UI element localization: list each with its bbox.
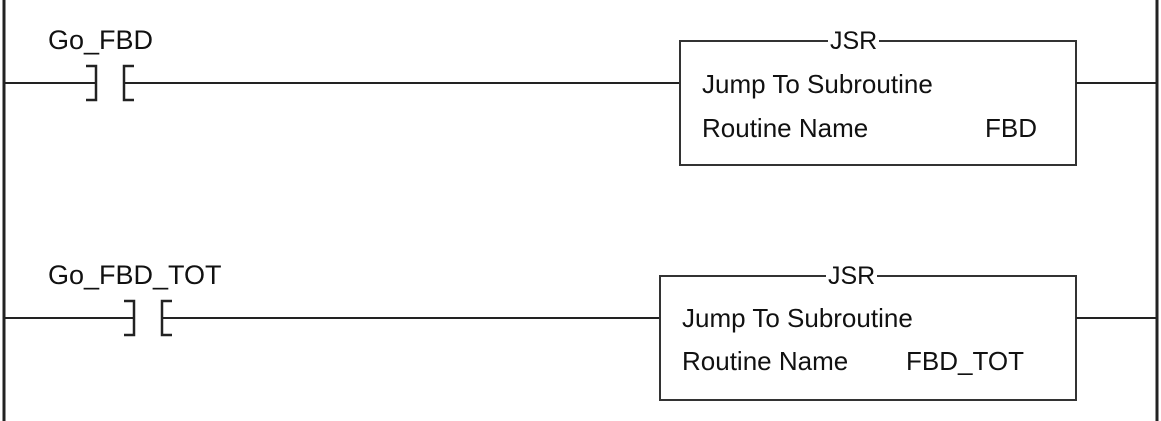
rung-2-jsr-box[interactable]: [659, 275, 1077, 401]
rung-1-jsr-description: Jump To Subroutine: [702, 69, 933, 99]
rung-1-routine-name-value: FBD: [985, 113, 1037, 143]
rung-2-jsr-description: Jump To Subroutine: [682, 303, 913, 333]
rung-2-contact-tag: Go_FBD_TOT: [48, 260, 222, 290]
rung-1-jsr-box[interactable]: [679, 40, 1077, 166]
rung-2-routine-name-label: Routine Name: [682, 346, 849, 376]
rung-1-jsr-mnemonic: JSR: [828, 27, 880, 55]
rung-2-routine-name-value: FBD_TOT: [906, 346, 1024, 376]
rung-1[interactable]: [4, 40, 1157, 166]
rung-2-jsr-mnemonic: JSR: [826, 262, 878, 290]
rung-1-contact-tag: Go_FBD: [48, 25, 154, 55]
rung-2[interactable]: [4, 275, 1157, 401]
rung-1-routine-name-label: Routine Name: [702, 113, 869, 143]
